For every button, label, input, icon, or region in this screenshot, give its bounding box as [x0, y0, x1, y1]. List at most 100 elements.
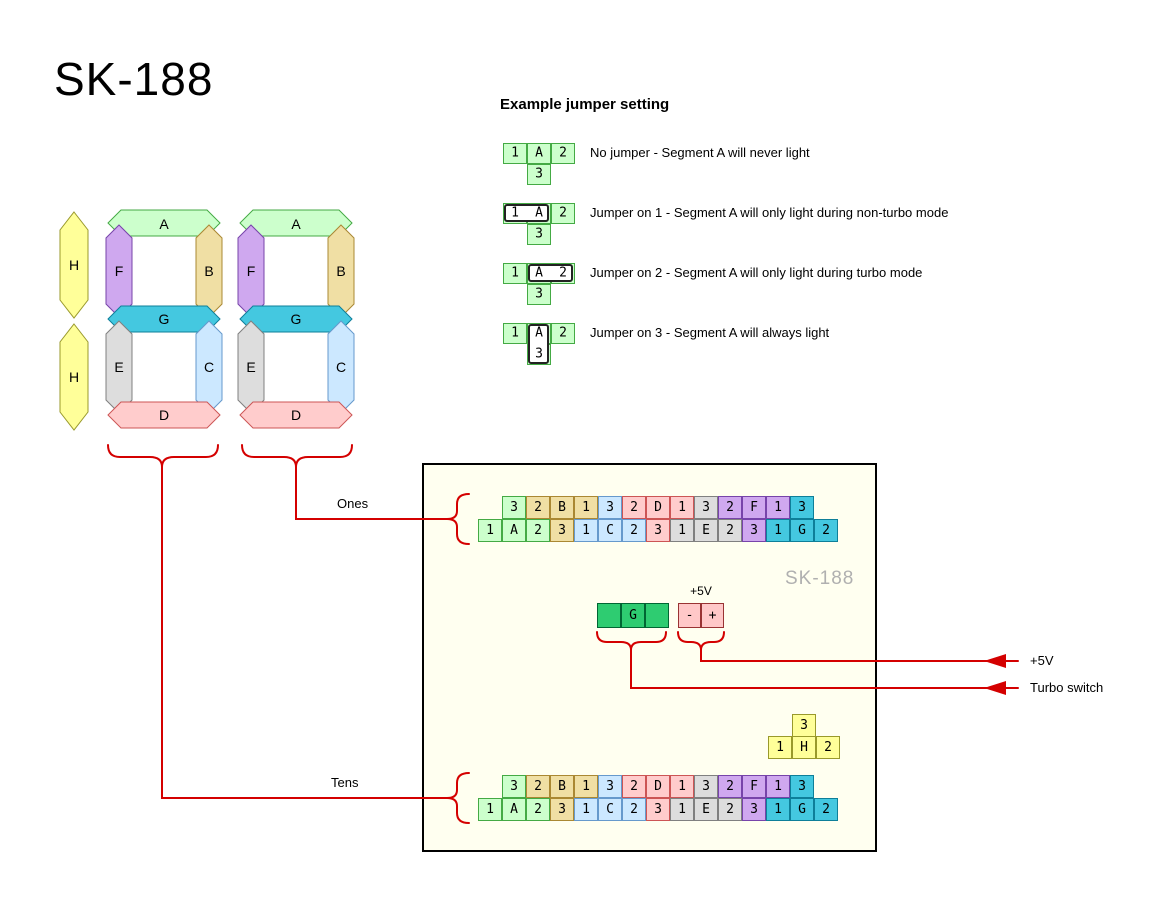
jumper-pin-label: 2	[559, 205, 567, 221]
pin-cell: 1	[766, 496, 790, 519]
pin-cell: G	[621, 603, 645, 628]
example-description: Jumper on 2 - Segment A will only light …	[590, 265, 923, 280]
segment-c-label: C	[336, 359, 346, 375]
brace-display-tens	[107, 444, 219, 468]
segment-d-label: D	[291, 407, 301, 423]
pin-cell: H	[792, 736, 816, 759]
jumper-pin-cell	[551, 203, 575, 224]
power-connector: - +	[678, 603, 724, 628]
jumper-overlay	[528, 324, 549, 364]
pin-cell-plus: +	[701, 603, 724, 628]
turbo-switch-label: Turbo switch	[1030, 680, 1104, 695]
plus5v-label: +5V	[1030, 653, 1054, 668]
brace-display-ones	[241, 444, 353, 468]
h-segment-display: H H	[59, 211, 89, 431]
pin-cell: 1	[670, 519, 694, 542]
pin-cell: 2	[622, 496, 646, 519]
pin-cell: 1	[670, 496, 694, 519]
pin-cell: 2	[718, 798, 742, 821]
segment-e-label: E	[246, 359, 255, 375]
example-heading: Example jumper setting	[500, 96, 670, 113]
pin-cell: 3	[694, 496, 718, 519]
pin-cell: 1	[766, 798, 790, 821]
jumper-pin-cell	[503, 143, 527, 164]
pin-cell: E	[694, 519, 718, 542]
tens-label: Tens	[331, 775, 359, 790]
jumper-pin-label: 1	[511, 145, 519, 161]
example-description: Jumper on 3 - Segment A will always ligh…	[590, 325, 830, 340]
jumper-pin-cell	[527, 143, 551, 164]
display-ones: A F B G E C D	[237, 209, 355, 429]
pin-cell: 1	[768, 736, 792, 759]
pin-cell: 1	[574, 496, 598, 519]
pin-cell: 2	[622, 798, 646, 821]
example-description: Jumper on 1 - Segment A will only light …	[590, 205, 949, 220]
pin-cell: 1	[478, 519, 502, 542]
pin-cell: 3	[646, 519, 670, 542]
pin-cell: B	[550, 496, 574, 519]
jumper-pin-cell	[503, 263, 527, 284]
board-watermark: SK-188	[785, 568, 855, 589]
pin-cell: B	[550, 775, 574, 798]
pin-cell: F	[742, 496, 766, 519]
pin-cell: 3	[694, 775, 718, 798]
pin-cell: 2	[718, 496, 742, 519]
pin-cell: D	[646, 496, 670, 519]
jumper-pin-label: 3	[535, 346, 543, 362]
segment-c-label: C	[204, 359, 214, 375]
jumper-pin-label: A	[535, 145, 543, 161]
pin-cell: 3	[792, 714, 816, 737]
pin-cell: 3	[550, 798, 574, 821]
segment-d	[239, 401, 353, 429]
segment-d-label: D	[159, 407, 169, 423]
segment-h-bottom-label: H	[69, 369, 79, 385]
pin-cell: 2	[816, 736, 840, 759]
g-connector: G	[597, 603, 669, 628]
jumper-pin-label: 3	[535, 166, 543, 182]
pin-cell: 1	[670, 775, 694, 798]
pin-cell: 3	[742, 519, 766, 542]
pin-cell: 3	[790, 496, 814, 519]
jumper-pin-label: A	[535, 205, 543, 221]
segment-a-label: A	[159, 216, 169, 232]
pin-cell: F	[742, 775, 766, 798]
jumper-pin-cell	[503, 323, 527, 344]
pin-cell: 2	[814, 519, 838, 542]
jumper-pin-label: 3	[535, 286, 543, 302]
pin-cell: 3	[502, 775, 526, 798]
pin-cell: C	[598, 798, 622, 821]
ones-label: Ones	[337, 496, 369, 511]
pin-cell: 1	[766, 775, 790, 798]
segment-h-top-label: H	[69, 257, 79, 273]
jumper-pin-label: 2	[559, 145, 567, 161]
jumper-pin-label: 1	[511, 265, 519, 281]
pin-cell: 2	[526, 519, 550, 542]
pin-cell: 3	[790, 775, 814, 798]
pin-cell	[597, 603, 621, 628]
segment-g-label: G	[159, 311, 170, 327]
pin-cell: D	[646, 775, 670, 798]
pin-cell: G	[790, 519, 814, 542]
h-jumper-block: 3 1 H 2	[768, 714, 840, 759]
pin-cell: 1	[670, 798, 694, 821]
example-description: No jumper - Segment A will never light	[590, 145, 810, 160]
segment-h-bottom	[59, 323, 89, 431]
display-tens: A F B G E C D	[105, 209, 223, 429]
jumper-pin-label: 2	[559, 325, 567, 341]
pin-cell: A	[502, 519, 526, 542]
jumper-pin-cell	[527, 224, 551, 245]
pin-cell: 2	[718, 775, 742, 798]
pin-cell-minus: -	[678, 603, 701, 628]
pin-cell: 3	[742, 798, 766, 821]
pin-cell: 2	[622, 775, 646, 798]
segment-b-label: B	[204, 263, 213, 279]
segment-a-label: A	[291, 216, 301, 232]
pin-cell: A	[502, 798, 526, 821]
